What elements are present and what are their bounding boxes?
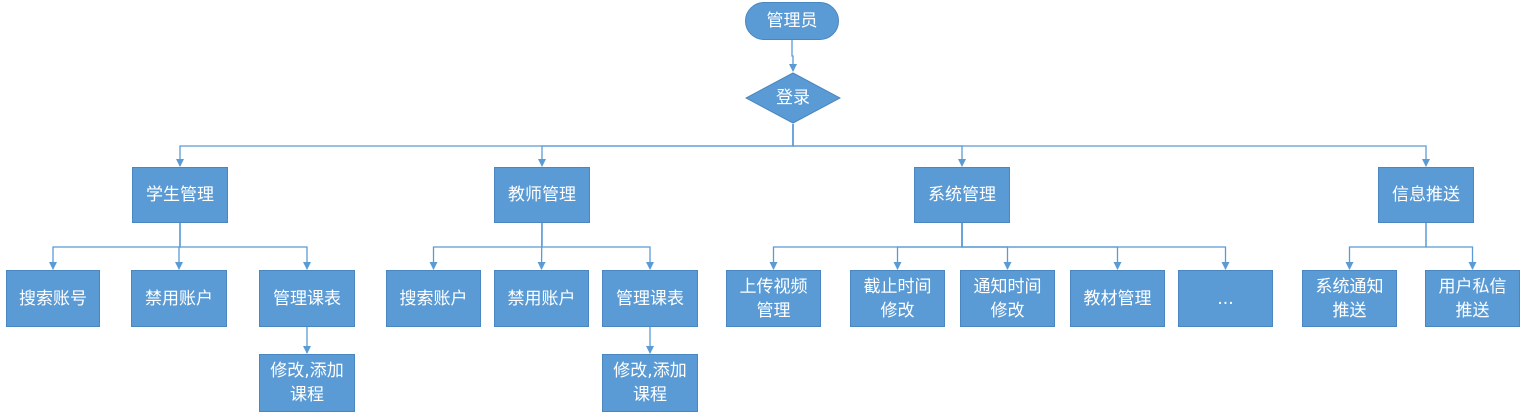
- teacher-search-account-node: 搜索账户: [386, 270, 481, 327]
- system-management-label: 系统管理: [928, 185, 996, 205]
- deadline-modify-label: 截止时间修改: [863, 276, 932, 321]
- info-push-label: 信息推送: [1392, 185, 1460, 205]
- student-modify-course-node: 修改,添加课程: [259, 354, 355, 412]
- user-private-message-push-node: 用户私信推送: [1425, 270, 1520, 327]
- connector-info_push-to-push_private: [1425, 223, 1477, 270]
- connector-teacher_mgmt-to-t_schedule: [541, 223, 654, 270]
- textbook-management-label: 教材管理: [1083, 288, 1152, 309]
- more-items-node: ...: [1178, 270, 1273, 327]
- user-private-message-push-label: 用户私信推送: [1438, 276, 1507, 321]
- teacher-modify-course-label: 修改,添加课程: [613, 361, 687, 405]
- teacher-disable-account-label: 禁用账户: [507, 288, 576, 309]
- diamond-shape: [745, 72, 841, 124]
- textbook-management-node: 教材管理: [1070, 270, 1165, 327]
- notice-time-modify-node: 通知时间修改: [960, 270, 1055, 327]
- info-push-node: 信息推送: [1378, 167, 1474, 223]
- teacher-search-account-label: 搜索账户: [399, 288, 468, 309]
- deadline-modify-node: 截止时间修改: [850, 270, 945, 327]
- connector-login-to-info_push: [792, 124, 1430, 167]
- system-notice-push-label: 系统通知推送: [1315, 276, 1384, 321]
- teacher-management-label: 教师管理: [508, 185, 576, 205]
- teacher-management-node: 教师管理: [494, 167, 590, 223]
- system-management-node: 系统管理: [914, 167, 1010, 223]
- login-label: 登录: [776, 88, 810, 108]
- system-notice-push-node: 系统通知推送: [1302, 270, 1397, 327]
- teacher-manage-schedule-node: 管理课表: [602, 270, 698, 327]
- student-management-label: 学生管理: [146, 185, 214, 205]
- upload-video-management-node: 上传视频管理: [726, 270, 821, 327]
- teacher-disable-account-node: 禁用账户: [494, 270, 589, 327]
- connector-lines: [49, 40, 1477, 354]
- student-disable-account-node: 禁用账户: [131, 270, 227, 327]
- login-decision-node: 登录: [745, 72, 841, 124]
- teacher-modify-course-node: 修改,添加课程: [602, 354, 698, 412]
- student-manage-schedule-label: 管理课表: [273, 288, 341, 309]
- connector-system_mgmt-to-sys_more: [961, 223, 1230, 270]
- student-management-node: 学生管理: [132, 167, 228, 223]
- teacher-manage-schedule-label: 管理课表: [616, 288, 684, 309]
- student-search-account-node: 搜索账号: [6, 270, 100, 327]
- student-disable-account-label: 禁用账户: [145, 288, 213, 309]
- connector-admin-to-login: [789, 40, 797, 72]
- admin-node: 管理员: [745, 2, 839, 40]
- connector-student_mgmt-to-s_schedule: [179, 223, 311, 270]
- admin-label: 管理员: [766, 11, 818, 31]
- student-modify-course-label: 修改,添加课程: [270, 361, 344, 405]
- student-manage-schedule-node: 管理课表: [259, 270, 355, 327]
- upload-video-management-label: 上传视频管理: [739, 276, 808, 321]
- more-items-label: ...: [1217, 288, 1234, 309]
- notice-time-modify-label: 通知时间修改: [973, 276, 1042, 321]
- student-search-account-label: 搜索账号: [19, 288, 87, 309]
